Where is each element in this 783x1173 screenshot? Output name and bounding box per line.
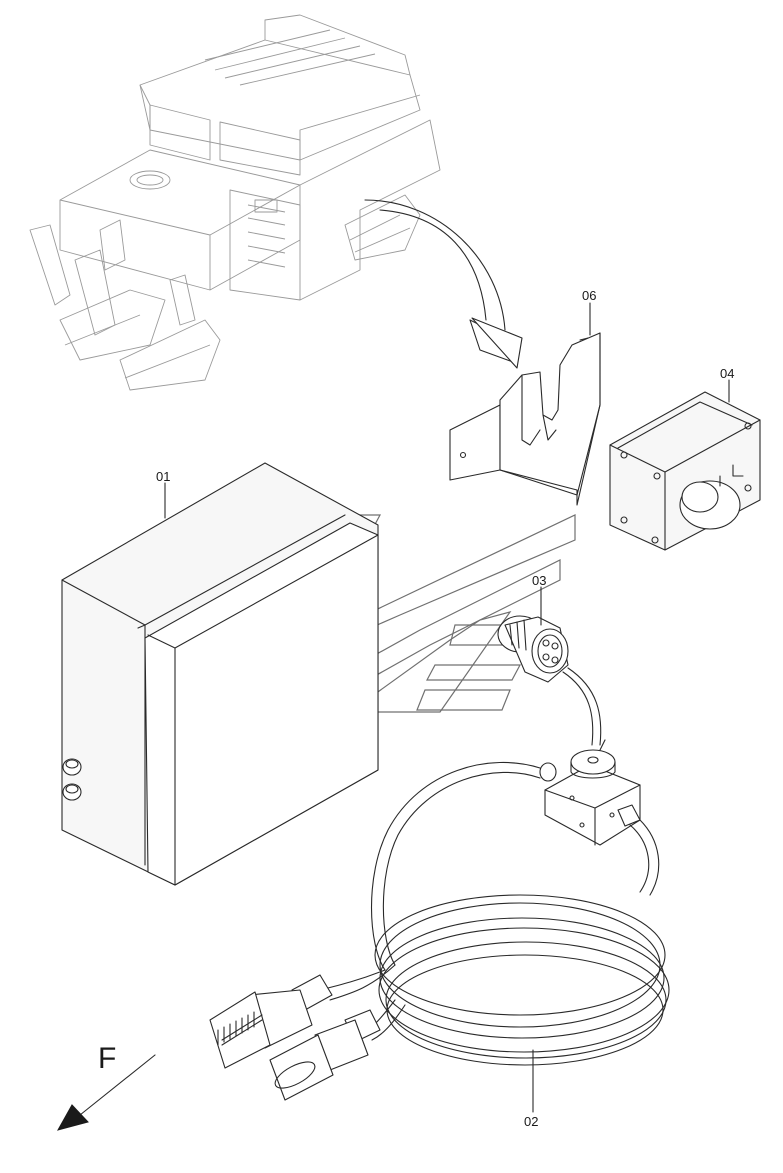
part-03-connector	[497, 615, 569, 683]
callout-03: 03	[532, 573, 546, 588]
direction-arrow-icon	[56, 1104, 89, 1131]
pointer-arrow	[364, 199, 523, 369]
callout-01: 01	[156, 469, 170, 484]
leader-lines	[164, 302, 730, 1113]
part-01-cabinet	[61, 462, 379, 886]
direction-label: F	[98, 1042, 116, 1075]
part-04-switch-box	[609, 391, 761, 551]
part-06-bracket	[449, 332, 601, 506]
machine-overview	[29, 14, 441, 391]
callout-06: 06	[582, 288, 596, 303]
direction-indicator: F	[56, 1042, 156, 1131]
part-02-cable-harness	[209, 667, 670, 1101]
callout-02: 02	[524, 1114, 538, 1129]
callout-04: 04	[720, 366, 734, 381]
